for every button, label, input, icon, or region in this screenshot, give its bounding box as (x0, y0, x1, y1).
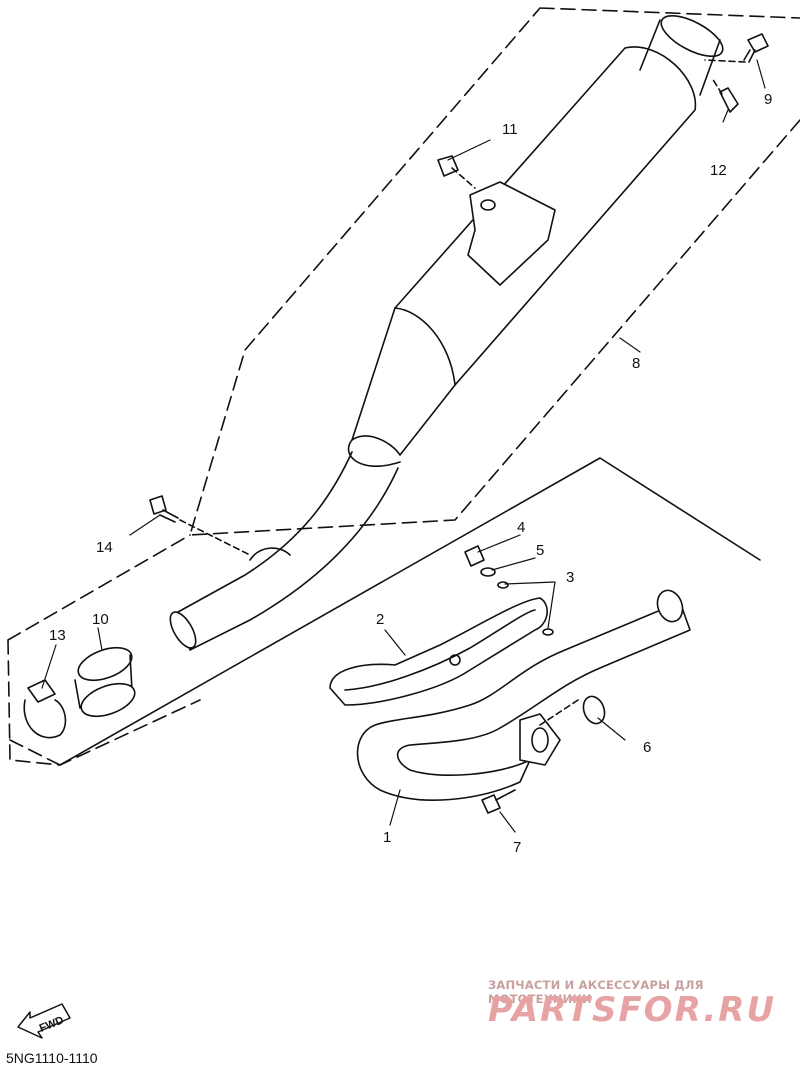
diagram-code: 5NG1110-1110 (6, 1050, 98, 1066)
muffler (169, 15, 724, 651)
callout-12: 12 (710, 162, 727, 179)
callout-8: 8 (632, 355, 640, 372)
bolt-9 (704, 33, 769, 63)
gasket-6 (539, 695, 606, 726)
callout-7: 7 (513, 839, 521, 856)
callout-11: 11 (502, 121, 518, 138)
clamp-group-outline (7, 534, 201, 766)
grommet-11 (437, 155, 476, 189)
exhaust-pipe-1 (356, 589, 691, 801)
fwd-arrow-icon: FWD (17, 1003, 71, 1039)
callout-5: 5 (536, 542, 544, 559)
callout-1: 1 (383, 829, 391, 846)
clamp-13 (23, 679, 67, 739)
callout-14: 14 (96, 539, 113, 556)
callout-6: 6 (643, 739, 651, 756)
callout-13: 13 (49, 627, 66, 644)
leader-lines (41, 59, 766, 833)
protector-2 (329, 597, 548, 706)
gasket-10 (74, 646, 136, 718)
watermark-tagline: ЗАПЧАСТИ И АКСЕССУАРЫ ДЛЯ МОТОТЕХНИКИ (488, 978, 704, 1006)
callout-9: 9 (764, 91, 772, 108)
bolt-14 (149, 495, 251, 556)
callout-2: 2 (376, 611, 384, 628)
muffler-group-outline (189, 7, 800, 536)
pipe-group-outline (59, 457, 761, 766)
bolt-12 (711, 77, 739, 113)
callout-4: 4 (517, 519, 525, 536)
watermark-logo: PARTSFOR.RU (488, 990, 777, 1030)
bolt-7 (481, 789, 516, 814)
callout-3: 3 (566, 569, 574, 586)
callout-10: 10 (92, 611, 109, 628)
callout-labels: 1 2 3 4 5 6 7 8 9 10 11 12 13 14 (49, 91, 772, 856)
